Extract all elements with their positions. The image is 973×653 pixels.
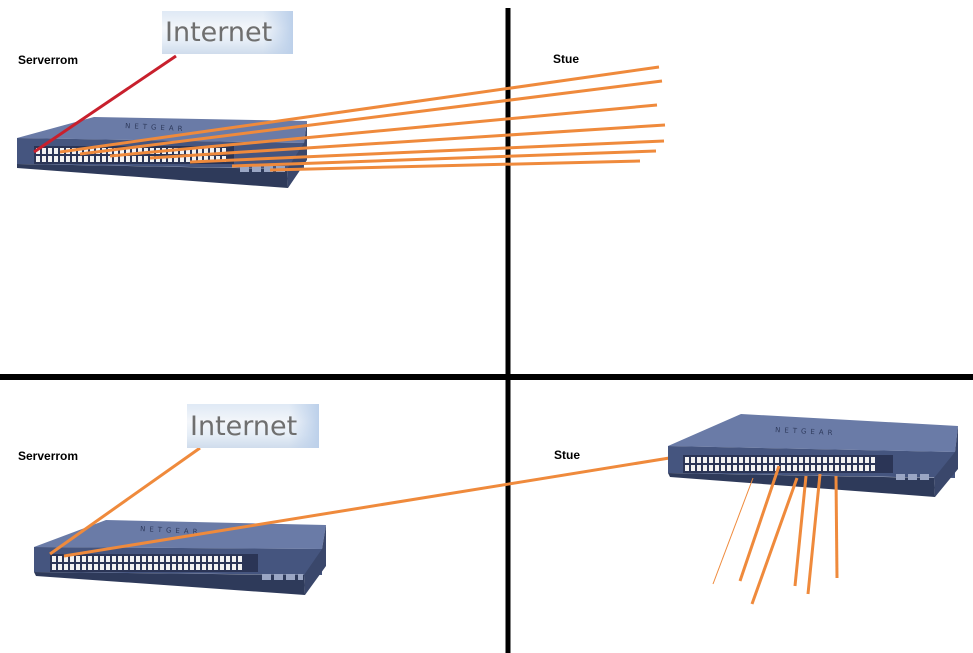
switch-brand-logo: NETGEAR	[775, 426, 837, 437]
internet-cloud-bottom: Internet	[187, 404, 319, 448]
room-label-serverrom-bottom: Serverrom	[18, 449, 79, 463]
room-label-serverrom-top: Serverrom	[18, 53, 79, 67]
internet-label: Internet	[190, 410, 298, 442]
cable-bundle-to-stue	[59, 65, 666, 172]
internet-uplink-cable	[33, 54, 177, 154]
internet-cloud-top: Internet	[162, 11, 293, 54]
trunk-cable-to-stue	[63, 453, 689, 558]
internet-uplink-cable	[49, 446, 201, 556]
internet-label: Internet	[165, 17, 273, 48]
room-label-stue-top: Stue	[553, 52, 580, 66]
switch-brand-logo: NETGEAR	[125, 122, 187, 133]
room-label-stue-bottom: Stue	[554, 448, 581, 462]
switch-brand-logo: NETGEAR	[140, 525, 202, 536]
switch-bottom-right: NETGEAR	[668, 414, 958, 497]
switch-bottom-left: NETGEAR	[34, 520, 326, 595]
cable-drops-stue	[712, 465, 839, 605]
